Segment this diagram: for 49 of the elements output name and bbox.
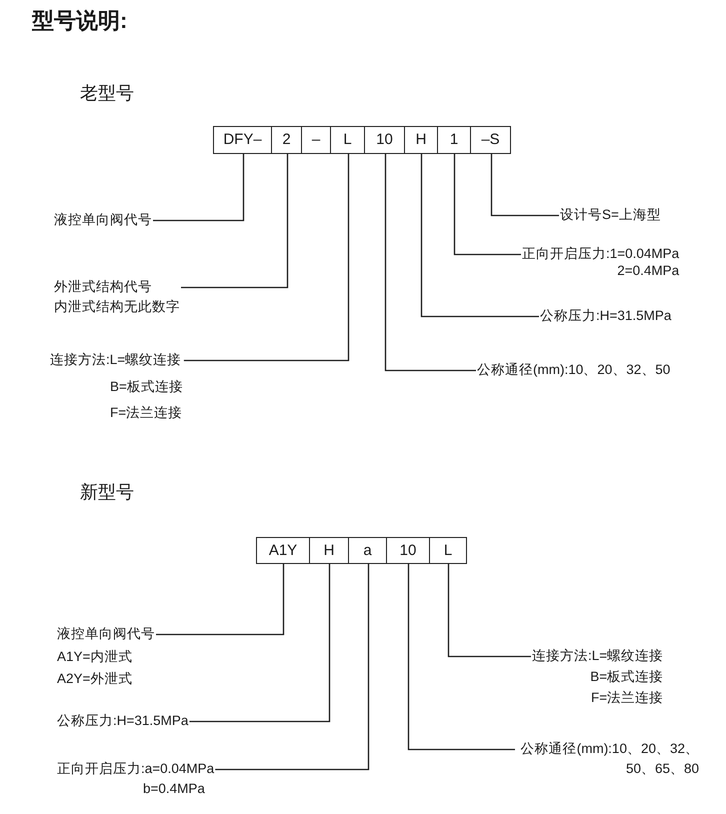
leader-line [420, 154, 539, 318]
code-option: A2Y=外泄式 [57, 668, 132, 690]
model-code-segment: –S [470, 126, 511, 154]
model-code-segment: L [429, 537, 467, 564]
leader-line [153, 154, 244, 222]
leader-line [384, 154, 476, 372]
model-code-segment: DFY– [213, 126, 272, 154]
code-description: 连接方法:L=螺纹连接 [532, 647, 664, 665]
code-option: B=板式连接 [590, 666, 664, 687]
code-description: 公称压力:H=31.5MPa [540, 307, 672, 325]
leader-line [490, 154, 559, 216]
page-title: 型号说明: [32, 7, 128, 35]
code-description: 正向开启压力:1=0.04MPa [522, 245, 680, 262]
leader-line [448, 564, 531, 658]
leader-line [156, 564, 284, 636]
code-option: 2=0.4MPa [617, 262, 680, 279]
leader-line [181, 154, 288, 288]
section-heading: 新型号 [80, 481, 134, 504]
code-description: 公称压力:H=31.5MPa [57, 712, 188, 730]
code-option: 内泄式结构无此数字 [54, 297, 180, 317]
leader-line [189, 564, 330, 722]
code-option: A1Y=内泄式 [57, 646, 132, 668]
code-description: 公称通径(mm):10、20、32、50 [477, 361, 670, 379]
model-code-segment: 10 [386, 537, 430, 564]
code-description: 正向开启压力:a=0.04MPa [57, 760, 214, 778]
model-code-segment: 2 [271, 126, 302, 154]
section-heading: 老型号 [80, 82, 134, 105]
code-option: B=板式连接 [110, 374, 183, 400]
leader-line [215, 564, 370, 770]
code-option: b=0.4MPa [143, 779, 205, 799]
code-description: 公称通径(mm):10、20、32、50、65、80 [516, 739, 699, 779]
model-code-segment: 1 [437, 126, 471, 154]
code-description: 外泄式结构代号 [54, 278, 152, 296]
model-code-segment: H [404, 126, 438, 154]
model-code-segment: a [348, 537, 387, 564]
code-option: F=法兰连接 [591, 687, 664, 708]
code-description: 连接方法:L=螺纹连接 [50, 351, 182, 369]
model-code-segment: A1Y [256, 537, 310, 564]
leader-line [454, 154, 521, 256]
model-code-segment: 10 [364, 126, 405, 154]
model-code-segment: – [301, 126, 331, 154]
code-option: F=法兰连接 [110, 400, 182, 426]
leader-line [184, 154, 350, 362]
model-code-segment: L [330, 126, 365, 154]
code-description: 设计号S=上海型 [560, 206, 661, 224]
model-code-segment: H [309, 537, 349, 564]
leader-line [408, 564, 515, 750]
code-description: 液控单向阀代号 [54, 211, 152, 229]
code-description: 液控单向阀代号 [57, 625, 155, 643]
